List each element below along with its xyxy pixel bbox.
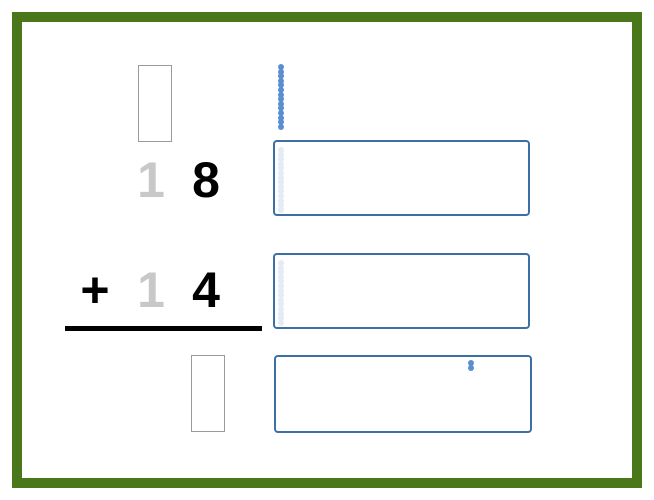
ghost-bead: [278, 188, 284, 195]
ghost-bead: [278, 193, 284, 199]
sum-line: [65, 326, 262, 331]
ghost-bead: [278, 260, 284, 266]
bead[interactable]: [278, 77, 284, 84]
ghost-bead: [278, 151, 284, 158]
bead[interactable]: [278, 119, 284, 126]
ghost-bead: [278, 183, 284, 190]
ghost-bead: [278, 147, 284, 153]
bead[interactable]: [278, 100, 284, 107]
ghost-bead: [278, 310, 284, 317]
ghost-bead: [278, 296, 284, 303]
ghost-bead: [278, 179, 284, 186]
ghost-bead: [278, 278, 284, 285]
ghost-bead: [278, 319, 284, 326]
ghost-bead: [278, 160, 284, 167]
bead[interactable]: [278, 105, 284, 112]
ghost-bead: [278, 165, 284, 172]
addend2-ones-digit: 4: [192, 262, 220, 318]
ghost-bead: [278, 306, 284, 312]
ghost-bead: [278, 301, 284, 308]
carry-input-box[interactable]: [138, 65, 172, 142]
ghost-bead: [278, 287, 284, 294]
bead[interactable]: [278, 87, 284, 93]
ghost-bead: [278, 197, 284, 204]
ghost-bead: [278, 264, 284, 271]
ghost-bead: [278, 174, 284, 181]
addend1-ones-digit: 8: [192, 152, 220, 208]
bead[interactable]: [278, 91, 284, 98]
ghost-bead: [278, 156, 284, 163]
ghost-bead: [278, 273, 284, 280]
answer-ones-input-box[interactable]: [191, 355, 225, 432]
ghost-bead: [278, 170, 284, 176]
tray-addend1[interactable]: [273, 140, 530, 216]
ghost-bead: [278, 292, 284, 299]
bead[interactable]: [278, 110, 284, 116]
bead[interactable]: [278, 123, 284, 130]
addend2-tens-digit: 1: [137, 262, 165, 318]
bead[interactable]: [278, 82, 284, 89]
bead[interactable]: [278, 114, 284, 121]
ghost-bead: [278, 202, 284, 209]
bead[interactable]: [278, 96, 284, 103]
ghost-bead: [278, 269, 284, 276]
addend1-tens-digit: 1: [137, 152, 165, 208]
bead[interactable]: [468, 364, 474, 371]
tray-addend2[interactable]: [273, 253, 530, 329]
tray-answer[interactable]: [274, 355, 532, 433]
bead[interactable]: [278, 64, 284, 70]
ghost-bead: [278, 315, 284, 322]
plus-sign: +: [80, 262, 110, 318]
bead[interactable]: [468, 360, 474, 366]
bead[interactable]: [278, 73, 284, 80]
ghost-bead: [278, 206, 284, 213]
ghost-bead: [278, 283, 284, 289]
bead[interactable]: [278, 68, 284, 75]
